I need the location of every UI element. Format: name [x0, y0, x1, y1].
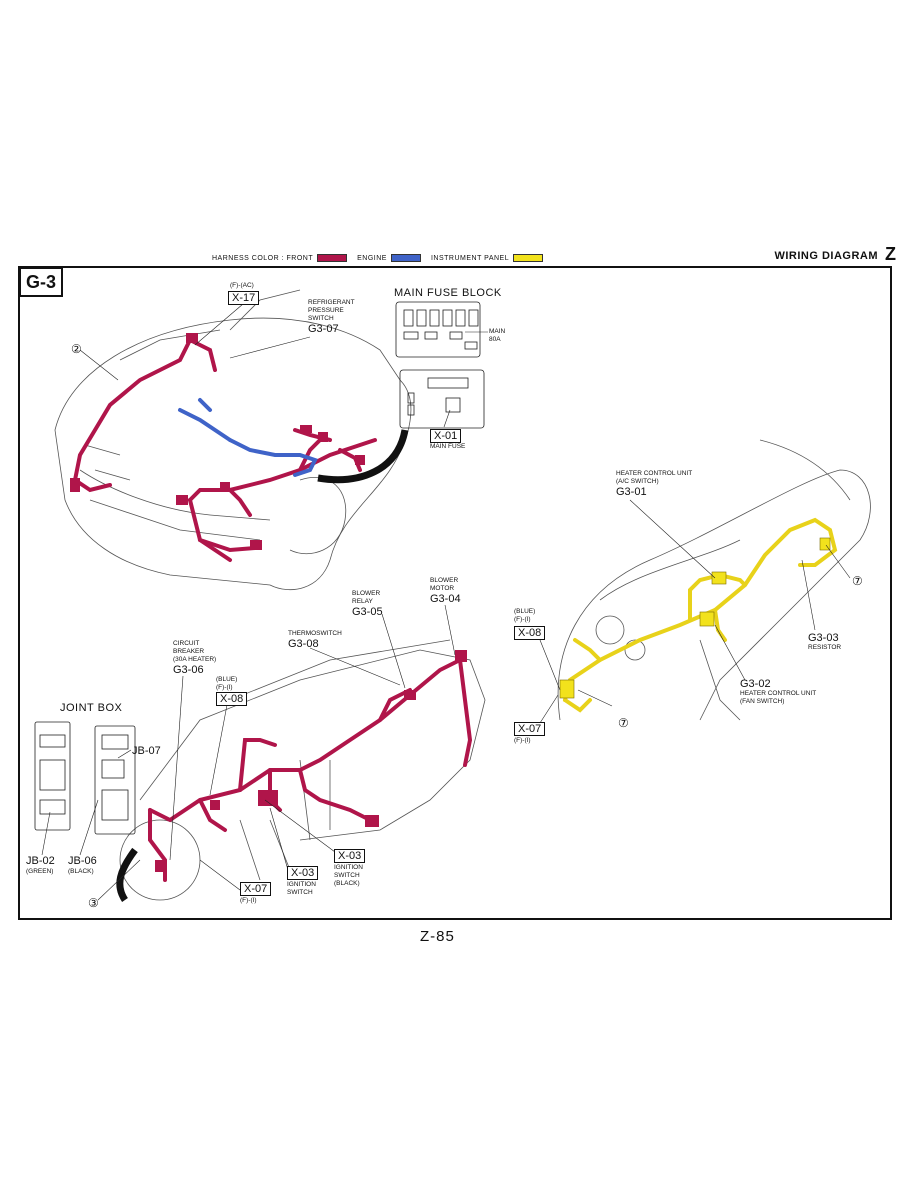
x08-right-sub-1: (BLUE): [514, 608, 536, 615]
blower-relay-code: G3-05: [352, 606, 383, 618]
x01-connector-code: X-01: [430, 429, 462, 443]
x03-right-connector-code: X-03: [334, 849, 366, 863]
x03a-line-1: IGNITION: [334, 864, 363, 871]
instrument-panel-label: INSTRUMENT PANEL: [430, 254, 510, 262]
blower-relay-label: BLOWER RELAY G3-05: [352, 590, 383, 618]
thermo-line: THERMOSWITCH: [288, 630, 342, 637]
harness-color-legend: HARNESS COLOR : FRONT ENGINE INSTRUMENT …: [212, 254, 549, 262]
resistor-label: G3-03 RESISTOR: [808, 632, 841, 652]
x03-left-label: IGNITION SWITCH: [287, 881, 316, 897]
cb-line-3: (30A HEATER): [173, 656, 217, 663]
callout-7-lower: ⑦: [618, 716, 629, 730]
dash-harness-main: [148, 658, 462, 823]
front-swatch: [317, 254, 348, 262]
hcu-code: G3-01: [616, 486, 647, 498]
refrig-code: G3-07: [308, 323, 339, 335]
hcu-line-2: (A/C SWITCH): [616, 478, 659, 485]
x07-left-connector-code: X-07: [240, 882, 272, 896]
x03b-line-2: SWITCH: [287, 889, 313, 896]
x08-left-connector-code: X-08: [216, 692, 248, 706]
hcu-line-1: HEATER CONTROL UNIT: [616, 470, 693, 477]
blower-relay-line-2: RELAY: [352, 598, 373, 605]
thermo-code: G3-08: [288, 638, 319, 650]
cb-code: G3-06: [173, 664, 204, 676]
refrig-line-1: REFRIGERANT: [308, 299, 355, 306]
blower-motor-code: G3-04: [430, 593, 461, 605]
x08-left-sub-1: (BLUE): [216, 676, 238, 683]
jb06-sub: (BLACK): [68, 868, 94, 875]
jb02-sub: (GREEN): [26, 868, 54, 875]
x17-sub: (F)-(AC): [230, 282, 254, 289]
blower-motor-line-2: MOTOR: [430, 585, 455, 592]
engine-swatch: [390, 254, 421, 262]
main-fuse-detail-shape: [399, 369, 485, 429]
resistor-code: G3-03: [808, 632, 839, 644]
section-letter: Z: [885, 244, 896, 264]
x03b-line-1: IGNITION: [287, 881, 316, 888]
x08-left-sub: (BLUE) (F)-(I): [216, 676, 237, 692]
refrig-line-2: PRESSURE: [308, 307, 344, 314]
joint-box-jb06-shape: [94, 725, 136, 835]
cb-line-1: CIRCUIT: [173, 640, 200, 647]
blower-motor-label: BLOWER MOTOR G3-04: [430, 577, 461, 605]
engine-label: ENGINE: [357, 254, 387, 262]
jb02-label: JB-02: [26, 855, 55, 867]
x03-left-connector-code: X-03: [287, 866, 319, 880]
joint-box-title: JOINT BOX: [60, 702, 123, 714]
fan-line-2: (FAN SWITCH): [740, 698, 785, 705]
thermoswitch-label: THERMOSWITCH G3-08: [288, 630, 342, 650]
diagram-frame: [18, 266, 892, 920]
x07-left-sub: (F)-(I): [240, 897, 257, 904]
page-title: WIRING DIAGRAM: [774, 250, 878, 262]
x03-right-label: IGNITION SWITCH (BLACK): [334, 864, 363, 888]
right-dash-outline: [557, 469, 871, 721]
callout-2: ②: [71, 342, 82, 356]
main-label-line-2: 80A: [489, 336, 501, 343]
diagram-tag: G-3: [19, 267, 63, 297]
panel-swatch: [513, 254, 544, 262]
panel-harness-main: [563, 517, 838, 702]
x08-right-sub-2: (F)-(I): [514, 616, 531, 623]
hcu-fan-switch-label: G3-02 HEATER CONTROL UNIT (FAN SWITCH): [740, 678, 816, 706]
circuit-breaker-label: CIRCUIT BREAKER (30A HEATER) G3-06: [173, 640, 216, 676]
engine-harness-main: [228, 438, 318, 477]
page-number: Z-85: [420, 928, 455, 945]
jb07-label: JB-07: [132, 745, 161, 757]
x07-right-sub: (F)-(I): [514, 737, 531, 744]
x17-connector-code: X-17: [228, 291, 260, 305]
main-fuse-label: MAIN FUSE: [430, 443, 466, 450]
blower-motor-line-1: BLOWER: [430, 577, 459, 584]
x08-right-sub: (BLUE) (F)-(I): [514, 608, 535, 624]
callout-3: ③: [88, 896, 99, 910]
x03a-line-2: SWITCH: [334, 872, 360, 879]
blower-relay-line-1: BLOWER: [352, 590, 381, 597]
cb-line-2: BREAKER: [173, 648, 205, 655]
jb06-label: JB-06: [68, 855, 97, 867]
x08-left-sub-2: (F)-(I): [216, 684, 233, 691]
callout-7-right: ⑦: [852, 574, 863, 588]
main-fuse-block-shape: [395, 301, 481, 358]
resistor-text: RESISTOR: [808, 644, 842, 651]
harness-color-label: HARNESS COLOR : FRONT: [212, 254, 314, 262]
fan-code: G3-02: [740, 678, 771, 690]
joint-box-jb02-shape: [34, 721, 71, 831]
x07-right-connector-code: X-07: [514, 722, 546, 736]
main-label-line-1: MAIN: [489, 328, 506, 335]
front-harness-main: [73, 338, 192, 482]
refrig-line-3: SWITCH: [308, 315, 334, 322]
x03a-line-3: (BLACK): [334, 880, 360, 887]
fan-line-1: HEATER CONTROL UNIT: [740, 690, 817, 697]
hcu-ac-switch-label: HEATER CONTROL UNIT (A/C SWITCH) G3-01: [616, 470, 692, 498]
main-80a-label: MAIN 80A: [489, 328, 505, 344]
dashboard-outline: [139, 649, 486, 841]
x08-right-connector-code: X-08: [514, 626, 546, 640]
refrigerant-switch-label: REFRIGERANT PRESSURE SWITCH G3-07: [308, 299, 355, 335]
main-fuse-block-title: MAIN FUSE BLOCK: [394, 287, 502, 299]
